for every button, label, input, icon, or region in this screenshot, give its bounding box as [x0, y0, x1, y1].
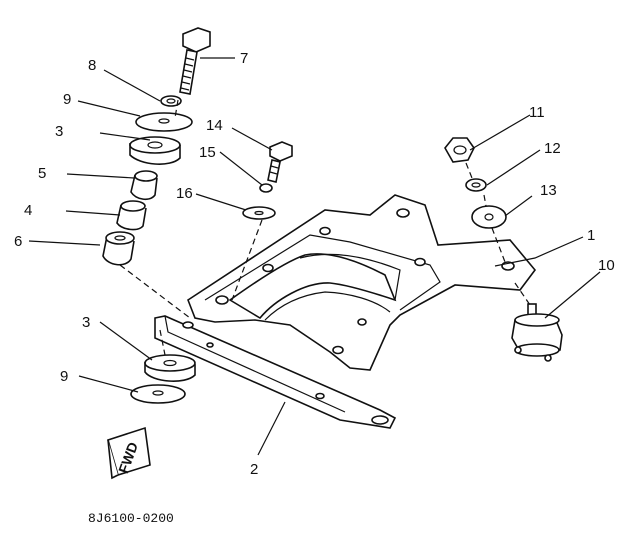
callout-labels: 1 2 3 3 4 5 6 7 8 9 9 10 11 12 13 14 15 …	[14, 50, 615, 478]
callout-7: 7	[240, 50, 248, 67]
lower-plate-part	[154, 315, 397, 429]
bracket-part	[187, 194, 537, 371]
right-hardware-stack	[444, 137, 507, 229]
callout-4: 4	[24, 202, 32, 219]
bolt-part-7	[179, 27, 211, 95]
left-hardware-stack	[102, 95, 196, 404]
figure-code: 8J6100-0200	[88, 511, 174, 526]
callout-9-top: 9	[63, 91, 71, 108]
bolt-part-14	[242, 141, 293, 220]
callout-2: 2	[250, 461, 258, 478]
callout-8: 8	[88, 57, 96, 74]
alignment-lines	[119, 99, 531, 356]
callout-3-top: 3	[55, 123, 63, 140]
callout-12: 12	[544, 140, 561, 157]
callout-3-bottom: 3	[82, 314, 90, 331]
callout-1: 1	[587, 227, 595, 244]
callout-16: 16	[176, 185, 193, 202]
leader-lines	[28, 57, 601, 456]
callout-15: 15	[199, 144, 216, 161]
callout-13: 13	[540, 182, 557, 199]
callout-10: 10	[598, 257, 615, 274]
callout-5: 5	[38, 165, 46, 182]
callout-14: 14	[206, 117, 223, 134]
callout-11: 11	[529, 104, 545, 121]
callout-9-bottom: 9	[60, 368, 68, 385]
callout-6: 6	[14, 233, 22, 250]
fwd-direction-marker: FWD	[107, 426, 151, 480]
rubber-mount-part	[511, 303, 563, 362]
